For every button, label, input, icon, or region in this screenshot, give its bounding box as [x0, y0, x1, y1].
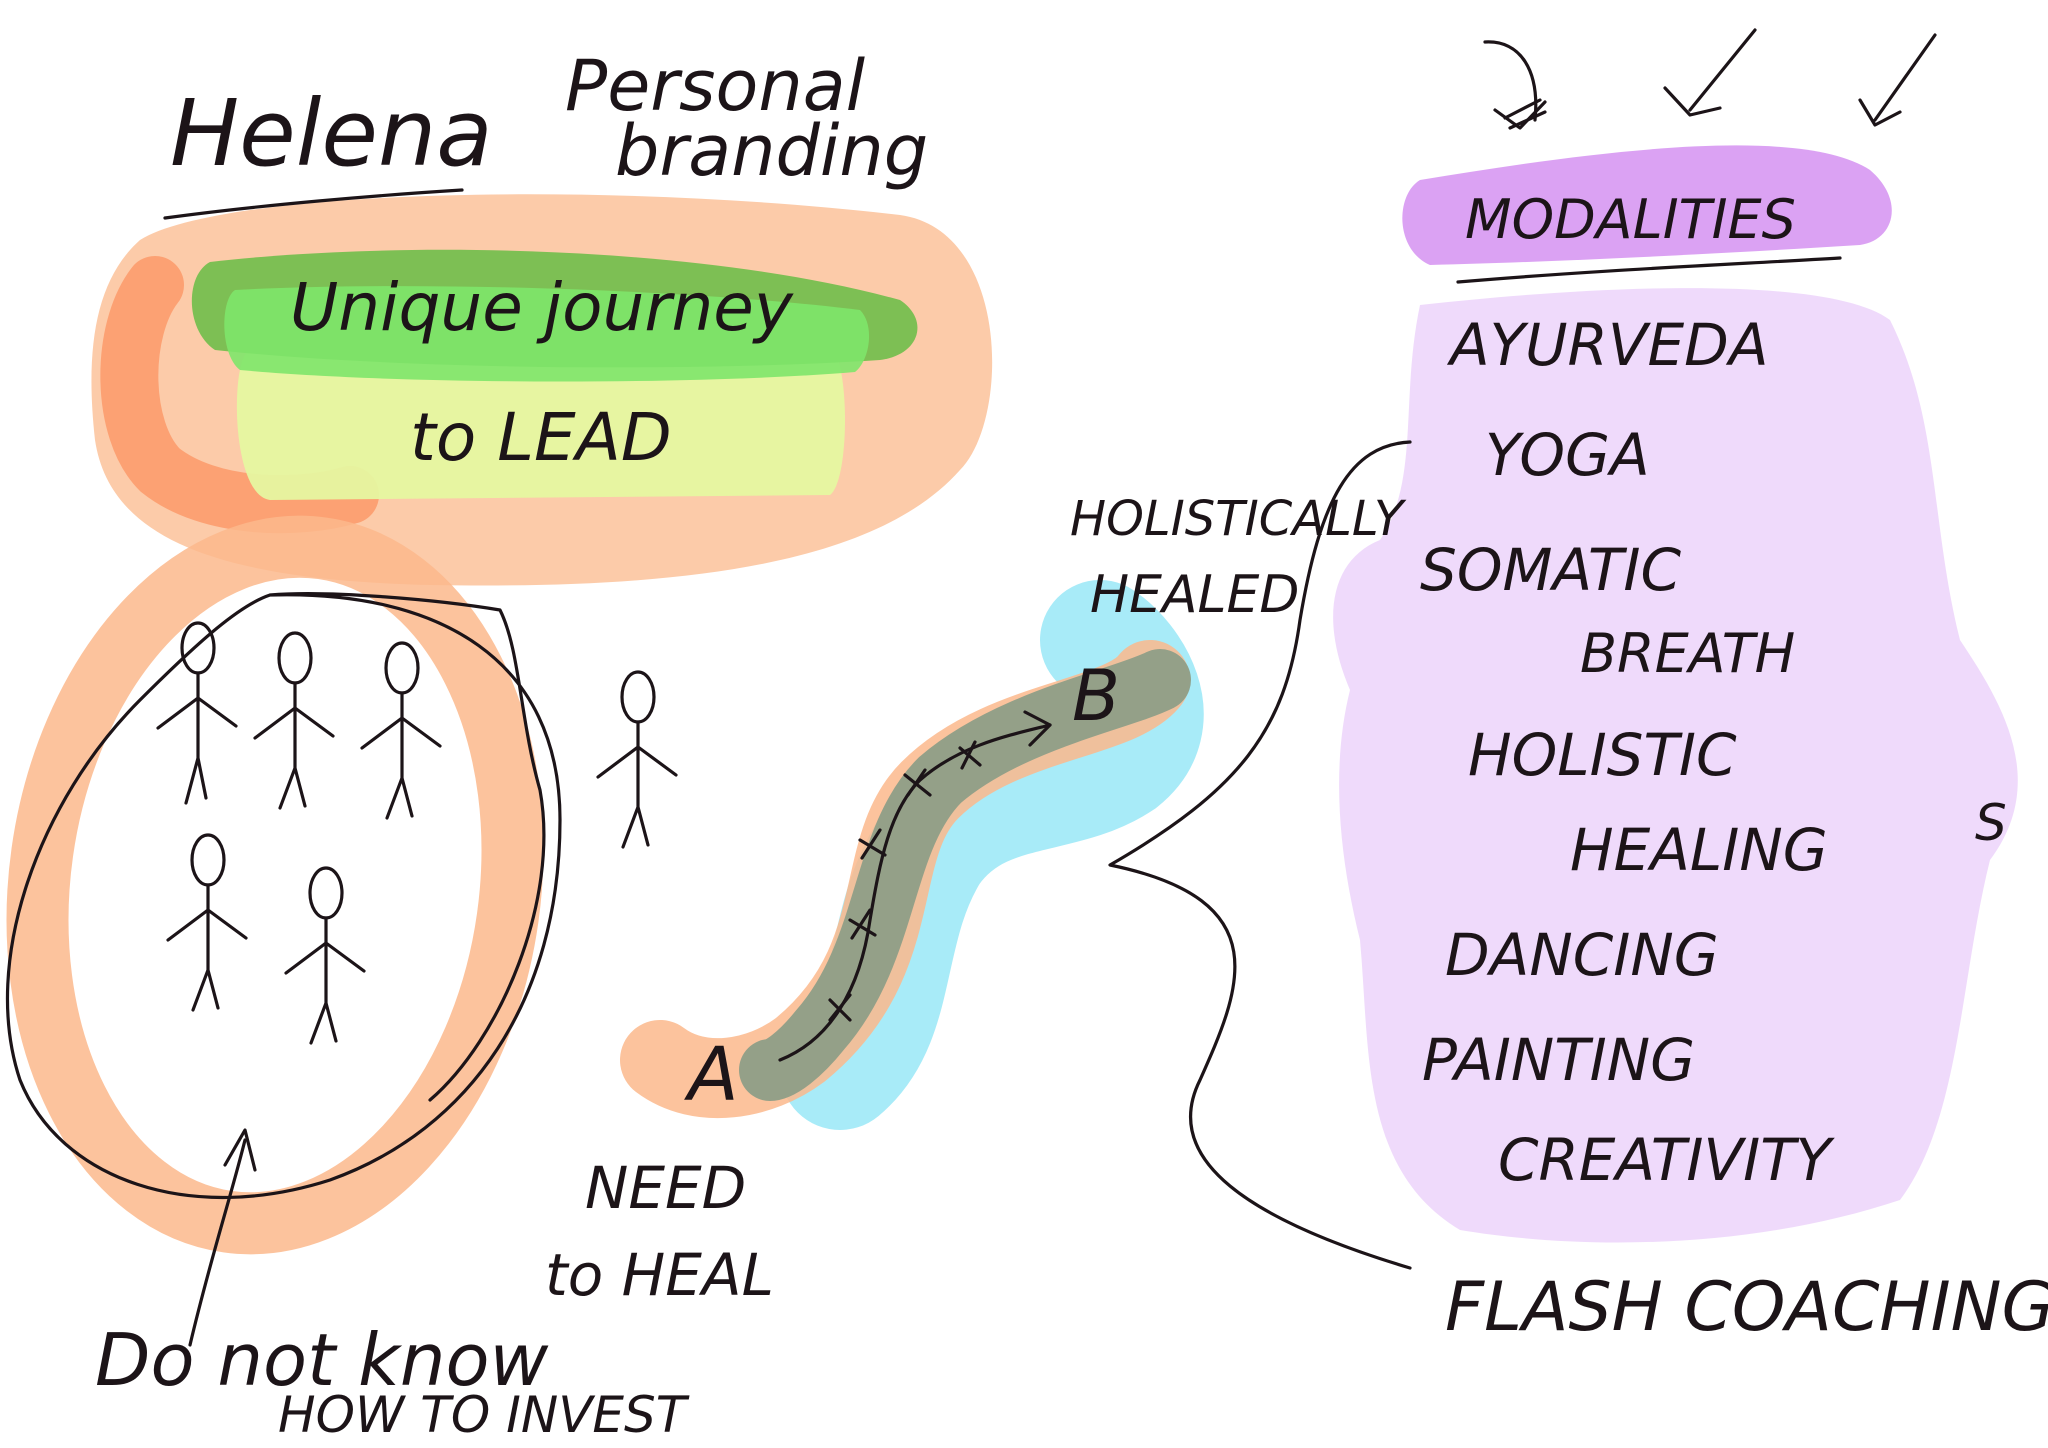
person-icon	[284, 866, 366, 1045]
journey-crosses	[828, 740, 982, 1022]
invest-pointer-head	[223, 1128, 257, 1172]
invest-line1: Do not know	[95, 1318, 549, 1402]
journey-arrowhead	[1023, 710, 1052, 747]
invest-line2: HOW TO INVEST	[278, 1386, 690, 1444]
side-note: S	[1975, 794, 2007, 852]
modality-item: BREATH	[1580, 622, 1795, 685]
need-line1: NEED	[585, 1154, 746, 1222]
modalities-title: MODALITIES	[1465, 188, 1796, 251]
ink-lines	[6, 28, 1937, 1347]
lilac-list-highlight	[1333, 288, 2018, 1243]
need-line2: to HEAL	[545, 1241, 774, 1309]
modalities-bracket	[1108, 440, 1412, 1270]
yellow-highlight	[236, 345, 845, 500]
orange-people-ring	[6, 515, 544, 1255]
people-group	[156, 621, 678, 1045]
orange-left-stroke	[100, 256, 379, 534]
person-icon	[360, 641, 442, 820]
modalities-underline	[1456, 256, 1842, 284]
modality-item: SOMATIC	[1420, 536, 1682, 604]
person-icon	[253, 631, 335, 810]
point-b-label: B	[1072, 655, 1120, 737]
flash-coaching: FLASH COACHING	[1445, 1268, 2048, 1347]
name-underline	[163, 188, 464, 220]
name-label: Helena	[170, 80, 493, 187]
person-icon	[156, 621, 238, 805]
labels: Helena Personal branding Unique journey …	[95, 45, 2048, 1444]
purple-title-highlight	[1402, 145, 1892, 265]
topic-line1: Personal	[565, 45, 866, 127]
person-icon-outside	[596, 670, 678, 849]
green-light-highlight	[224, 286, 870, 382]
highlights	[6, 145, 2018, 1255]
modality-item: AYURVEDA	[1446, 311, 1769, 379]
modality-item: YOGA	[1485, 421, 1650, 489]
modality-item: CREATIVITY	[1498, 1126, 1836, 1194]
people-circle	[6, 592, 562, 1200]
modality-item: HOLISTIC	[1468, 721, 1737, 789]
journey-line2: to LEAD	[410, 399, 672, 476]
modality-item: PAINTING	[1422, 1026, 1695, 1094]
down-arrows-icon	[1483, 28, 1937, 130]
invest-pointer	[188, 1138, 247, 1347]
person-icon	[166, 833, 248, 1012]
holistic-line1: HOLISTICALLY	[1070, 491, 1407, 547]
modality-item: HEALING	[1570, 816, 1828, 884]
holistic-line2: HEALED	[1090, 565, 1299, 625]
modality-item: DANCING	[1445, 921, 1719, 989]
topic-line2: branding	[615, 110, 928, 192]
point-a-label: A	[684, 1032, 739, 1118]
journey-line1: Unique journey	[290, 269, 794, 346]
